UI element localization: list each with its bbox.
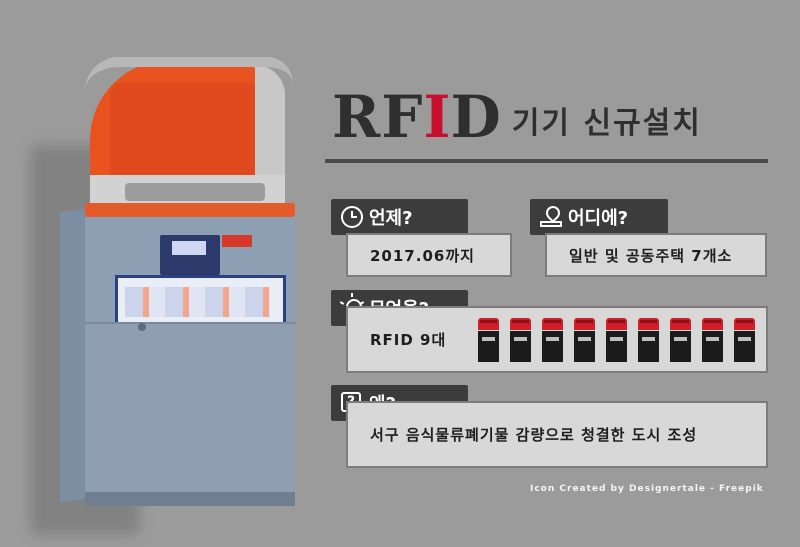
rfid-bin-icon [702, 318, 723, 362]
title-rf: RF [332, 83, 424, 151]
title-i: I [423, 83, 451, 151]
when-value: 2017.06까지 [370, 246, 475, 265]
where-box: 일반 및 공동주택 7개소 [545, 233, 767, 277]
why-value: 서구 음식물류폐기물 감량으로 청결한 도시 조성 [370, 426, 698, 444]
rfid-bin-icon [670, 318, 691, 362]
rfid-bin-icon [638, 318, 659, 362]
when-label: 언제? [369, 208, 413, 229]
rfid-machine-illustration [30, 55, 300, 535]
rfid-bin-icon [606, 318, 627, 362]
icon-credit: Icon Created by Designertale - Freepik [530, 484, 764, 494]
when-tag: 언제? [331, 199, 468, 235]
page-title: RF I D 기기 신규설치 [332, 88, 702, 146]
rfid-bin-icon [574, 318, 595, 362]
where-value: 일반 및 공동주택 7개소 [569, 246, 733, 265]
title-korean: 기기 신규설치 [511, 106, 702, 141]
where-label: 어디에? [568, 208, 629, 229]
title-d: D [450, 83, 502, 151]
where-tag: 어디에? [530, 199, 668, 235]
rfid-bin-icon [478, 318, 499, 362]
rfid-bin-icon [734, 318, 755, 362]
what-value: RFID 9대 [370, 331, 447, 349]
rfid-bin-icon [542, 318, 563, 362]
clock-icon [341, 206, 363, 228]
map-pin-icon [540, 203, 563, 228]
when-box: 2017.06까지 [346, 233, 512, 277]
why-box: 서구 음식물류폐기물 감량으로 청결한 도시 조성 [346, 401, 768, 468]
rfid-bin-icon [510, 318, 531, 362]
title-divider [325, 159, 768, 163]
bin-icons-row [478, 318, 755, 362]
